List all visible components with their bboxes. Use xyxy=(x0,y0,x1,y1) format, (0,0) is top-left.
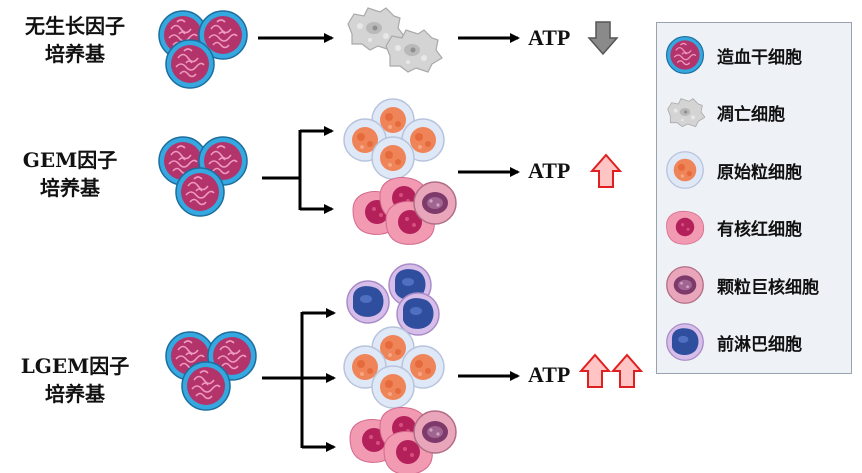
row-3-atp-label: ATP xyxy=(528,362,571,387)
myeloblast-icon xyxy=(666,151,704,189)
hematopoietic-stem-cell-icon xyxy=(665,35,705,75)
row-2-stem-cluster xyxy=(158,136,248,217)
row-3-label-line2: 培养基 xyxy=(45,382,105,406)
row-2-red-cell-cluster xyxy=(352,177,457,245)
row-3-branch-arrow xyxy=(262,312,304,448)
row-3-stem-cluster xyxy=(165,331,257,411)
legend-label: 造血干细胞 xyxy=(717,48,802,68)
legend-item-nucleated-red-cell: 有核红细胞 xyxy=(665,207,850,247)
atp-up-arrow-icon-2 xyxy=(612,354,642,388)
atp-up-arrow-icon-1 xyxy=(580,354,610,388)
legend: 造血干细胞 凋亡细胞 原始粒细胞 有核红细胞 颗粒巨核细胞 前淋巴细胞 xyxy=(656,22,852,374)
legend-label: 原始粒细胞 xyxy=(717,163,802,183)
granular-megakaryocyte-icon xyxy=(666,266,704,304)
atp-up-arrow-icon xyxy=(591,154,621,188)
row-3-prolymphocyte-cluster xyxy=(346,263,440,336)
atp-down-arrow-icon xyxy=(588,21,618,55)
row-1-label-line1: 无生长因子 xyxy=(25,14,125,38)
row-2-label-line1: GEM因子 xyxy=(22,148,118,172)
nucleated-red-cell-icon xyxy=(666,210,705,245)
prolymphocyte-icon xyxy=(666,323,704,361)
row-1-label: 无生长因子 培养基 xyxy=(0,12,150,68)
row-2-atp-label: ATP xyxy=(528,158,571,183)
legend-label: 前淋巴细胞 xyxy=(717,335,802,355)
row-3-red-cell-cluster xyxy=(349,407,457,473)
legend-item-megakaryocyte: 颗粒巨核细胞 xyxy=(665,265,850,305)
row-2-label-line2: 培养基 xyxy=(40,176,100,200)
legend-label: 有核红细胞 xyxy=(717,220,802,240)
row-3-myeloblast-cluster xyxy=(343,326,445,409)
legend-label: 凋亡细胞 xyxy=(717,105,785,125)
row-1-apoptotic-cells xyxy=(347,7,443,73)
row-2-branch-arrow xyxy=(262,130,302,210)
row-1-atp-label: ATP xyxy=(528,25,571,50)
legend-item-stem-cell: 造血干细胞 xyxy=(665,35,850,75)
row-2-myeloblast-cluster xyxy=(343,98,445,180)
row-1-stem-cluster xyxy=(158,10,248,89)
row-3-label-line1: LGEM因子 xyxy=(20,354,130,378)
row-1-label-line2: 培养基 xyxy=(45,42,105,66)
legend-item-myeloblast: 原始粒细胞 xyxy=(665,150,850,190)
row-3-label: LGEM因子 培养基 xyxy=(0,352,150,408)
legend-item-prolymphocyte: 前淋巴细胞 xyxy=(665,322,850,362)
legend-item-apoptotic-cell: 凋亡细胞 xyxy=(665,92,850,132)
row-2-label: GEM因子 培养基 xyxy=(0,146,140,202)
legend-label: 颗粒巨核细胞 xyxy=(717,278,819,298)
apoptotic-cell-icon xyxy=(667,98,705,128)
